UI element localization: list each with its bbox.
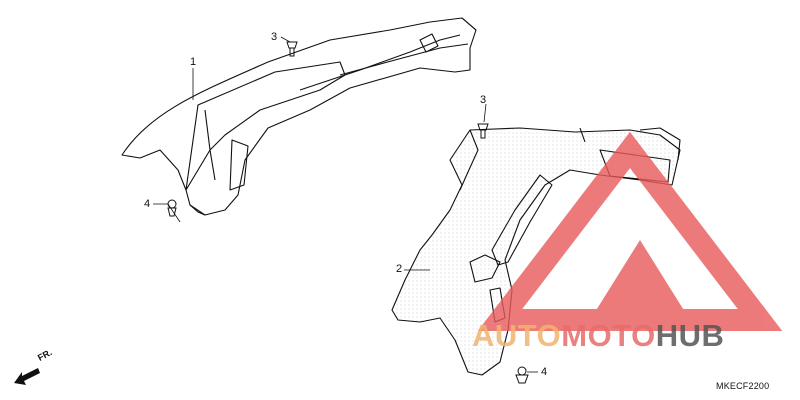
callout-4-lower: 4 — [541, 366, 548, 378]
diagram-code: MKECF2200 — [716, 381, 770, 391]
part-1-upper-shroud — [121, 17, 477, 216]
callout-3-lower: 3 — [480, 94, 487, 106]
fastener-3a — [286, 41, 298, 57]
front-direction-arrow-icon — [14, 368, 40, 385]
watermark-hub: HUB — [655, 318, 725, 353]
callout-4-upper: 4 — [144, 198, 151, 210]
watermark-logo-icon — [477, 131, 783, 331]
watermark-moto: MOTO — [561, 318, 656, 353]
callout-1: 1 — [190, 56, 197, 68]
fastener-3b — [477, 123, 489, 139]
callout-3-upper: 3 — [271, 31, 278, 43]
watermark-auto: AUTO — [472, 318, 562, 353]
leader-lines — [153, 36, 538, 373]
callout-2: 2 — [396, 263, 403, 275]
fastener-4b — [515, 366, 529, 384]
watermark-brand: AUTOMOTOHUB — [472, 318, 724, 354]
